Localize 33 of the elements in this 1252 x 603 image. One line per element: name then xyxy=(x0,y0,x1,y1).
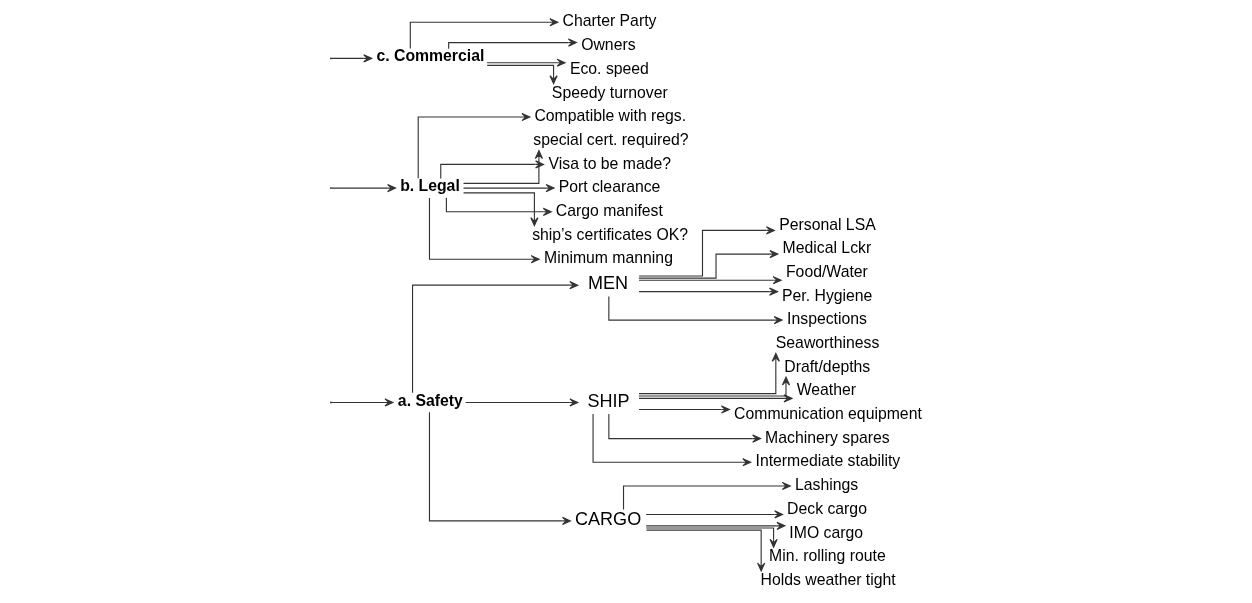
node-text: Machinery spares xyxy=(764,428,890,446)
node-text: Per. Hygiene xyxy=(781,286,872,304)
node-text: ship’s certificates OK? xyxy=(531,225,688,243)
node-text: a. Safety xyxy=(397,391,463,409)
node-text: Minimum manning xyxy=(543,249,673,267)
node-text: b. Legal xyxy=(399,177,460,195)
node-text: Medical Lckr xyxy=(782,239,871,257)
node-text: Personal LSA xyxy=(778,215,876,233)
node-text: MEN xyxy=(587,273,628,294)
node-text: Holds weather tight xyxy=(760,570,896,588)
node-text: Inspections xyxy=(786,310,867,328)
node-text: CARGO xyxy=(574,509,641,530)
node-text: special cert. required? xyxy=(532,130,689,148)
node-text: Communication equipment xyxy=(733,405,922,423)
node-text: Lashings xyxy=(794,476,858,494)
node-text: Eco. speed xyxy=(569,59,649,77)
node-text: Compatible with regs. xyxy=(533,107,686,125)
node-text: Speedy turnover xyxy=(551,83,668,101)
node-text: Deck cargo xyxy=(786,499,867,517)
node-text: Seaworthiness xyxy=(775,333,879,351)
node-text: Intermediate stability xyxy=(755,452,900,470)
node-text: c. Commercial xyxy=(375,47,484,65)
node-text: Owners xyxy=(580,36,636,54)
node-text: Draft/depths xyxy=(783,357,870,375)
node-text: Cargo manifest xyxy=(555,201,663,219)
node-text: Charter Party xyxy=(562,12,656,30)
node-text: SHIP xyxy=(586,390,630,411)
node-text: Visa to be made? xyxy=(548,154,671,172)
node-text: Weather xyxy=(796,381,856,399)
node-text: IMO cargo xyxy=(788,523,863,541)
node-text: Min. rolling route xyxy=(768,547,886,565)
node-text: Port clearance xyxy=(558,178,660,196)
node-text: Food/Water xyxy=(785,262,868,280)
